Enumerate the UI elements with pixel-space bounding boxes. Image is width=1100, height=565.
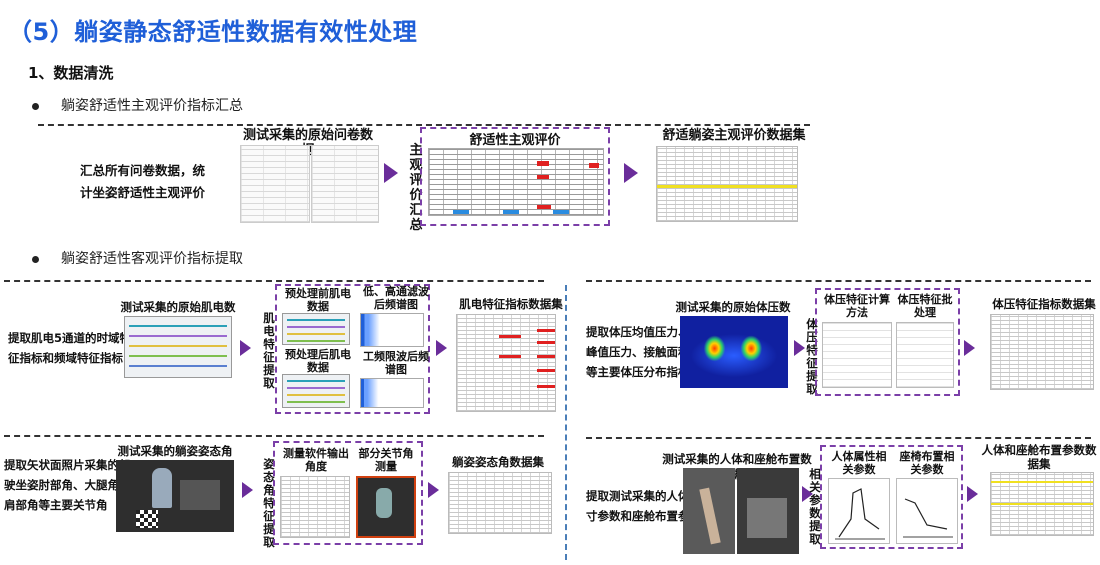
emg-spectrum-label: 低、高通滤波后频谱图 <box>363 285 429 311</box>
emg-desc: 提取肌电5通道的时域特 征指标和频域特征指标 <box>8 328 131 368</box>
emg-raw-chart <box>124 316 232 378</box>
bullet-objective-text: 躺姿舒适性客观评价指标提取 <box>61 251 243 267</box>
emg-preprocess-chart <box>282 313 350 345</box>
divider-left-top <box>4 280 544 282</box>
pressure-method-label: 体压特征计算方法 <box>824 293 890 319</box>
pressure-desc-line1: 提取体压均值压力、 <box>586 325 690 339</box>
emg-filtered-chart <box>360 378 424 408</box>
angle-dataset-label: 躺姿姿态角数据集 <box>452 455 544 469</box>
angle-software-label: 测量软件输出角度 <box>283 447 349 473</box>
divider-right-top <box>586 280 1091 282</box>
bullet-objective: 躺姿舒适性客观评价指标提取 <box>32 248 243 268</box>
angle-partial-label: 部分关节角测量 <box>358 447 414 473</box>
divider-top <box>38 124 810 126</box>
cabin-photo-2 <box>737 468 799 554</box>
subjective-summary-table <box>428 148 604 216</box>
angle-desc-line2: 驶坐姿肘部角、大腿角、 <box>4 478 131 492</box>
pressure-desc-line2: 峰值压力、接触面积 <box>586 345 690 359</box>
emg-filtered-label: 工频限波后频谱图 <box>363 350 429 376</box>
arrow-right-icon <box>802 486 813 502</box>
cabin-desc: 提取测试采集的人体尺 寸参数和座舱布置参数 <box>586 486 701 526</box>
divider-vertical <box>565 285 567 560</box>
pressure-desc: 提取体压均值压力、 峰值压力、接触面积 等主要体压分布指标 <box>586 322 690 382</box>
emg-preprocess-label: 预处理前肌电数据 <box>285 287 351 313</box>
cabin-desc-line2: 寸参数和座舱布置参数 <box>586 509 701 523</box>
arrow-right-icon <box>624 163 638 183</box>
angle-desc-line3: 肩部角等主要关节角 <box>4 498 108 512</box>
cabin-body-label: 人体属性相关参数 <box>831 450 887 476</box>
angle-photo <box>116 460 234 532</box>
cabin-dataset-table <box>990 472 1094 536</box>
cabin-process-frame <box>820 445 963 549</box>
questionnaire-page-1 <box>240 145 310 223</box>
cabin-dataset-label: 人体和座舱布置参数数据集 <box>981 443 1097 471</box>
emg-desc-line2: 征指标和频域特征指标 <box>8 351 123 365</box>
pressure-vertical-label: 体压特征提取 <box>806 317 818 396</box>
arrow-right-icon <box>240 340 251 356</box>
bullet-subjective-text: 躺姿舒适性主观评价指标汇总 <box>61 98 243 114</box>
divider-right-mid <box>586 437 1091 439</box>
subjective-desc: 汇总所有问卷数据，统 计坐姿舒适性主观评价 <box>80 160 205 204</box>
angle-software-table <box>280 476 350 538</box>
pressure-dataset-table <box>990 314 1094 390</box>
angle-process-frame <box>273 441 423 545</box>
bullet-dot-icon <box>32 255 39 263</box>
arrow-right-icon <box>384 163 398 183</box>
emg-desc-line1: 提取肌电5通道的时域特 <box>8 331 132 345</box>
subjective-dataset-table <box>656 146 798 222</box>
cabin-seat-label: 座椅布置相关参数 <box>899 450 955 476</box>
pressure-batch-screen <box>896 322 954 388</box>
subjective-dataset-label: 舒适躺姿主观评价数据集 <box>662 128 806 143</box>
arrow-right-icon <box>428 482 439 498</box>
arrow-right-icon <box>436 340 447 356</box>
arrow-right-icon <box>242 482 253 498</box>
angle-desc: 提取矢状面照片采集的驾 驶坐姿肘部角、大腿角、 肩部角等主要关节角 <box>4 455 131 515</box>
bullet-subjective: 躺姿舒适性主观评价指标汇总 <box>32 95 243 115</box>
cabin-vertical-label: 相关参数提取 <box>809 467 821 546</box>
cabin-desc-line1: 提取测试采集的人体尺 <box>586 489 701 503</box>
pressure-process-frame <box>815 288 960 396</box>
angle-partial-photo <box>356 476 416 538</box>
section-heading: 1、数据清洗 <box>28 64 114 82</box>
emg-postprocess-chart <box>282 374 350 408</box>
pressure-method-screen <box>822 322 892 388</box>
pressure-batch-label: 体压特征批处理 <box>897 293 953 319</box>
subjective-summary-title: 舒适性主观评价 <box>469 133 561 148</box>
angle-vertical-label: 姿态角特征提取 <box>263 457 275 549</box>
emg-postprocess-label: 预处理后肌电数据 <box>285 348 351 374</box>
cabin-body-diagram <box>828 478 890 544</box>
page-title: （5）躺姿静态舒适性数据有效性处理 <box>8 18 418 46</box>
subjective-desc-line1: 汇总所有问卷数据，统 <box>80 163 206 178</box>
emg-vertical-label: 肌电特征提取 <box>263 311 275 390</box>
pressure-heatmap <box>680 316 788 388</box>
divider-left-mid <box>4 435 544 437</box>
arrow-right-icon <box>967 486 978 502</box>
subjective-vertical-label: 主观评价汇总 <box>409 143 423 233</box>
angle-dataset-table <box>448 472 552 534</box>
bullet-dot-icon <box>32 102 39 110</box>
pressure-desc-line3: 等主要体压分布指标 <box>586 365 690 379</box>
subjective-summary-frame <box>420 127 610 226</box>
subjective-desc-line2: 计坐姿舒适性主观评价 <box>80 185 206 200</box>
cabin-photo-1 <box>683 468 735 554</box>
arrow-right-icon <box>794 340 805 356</box>
emg-dataset-label: 肌电特征指标数据集 <box>459 297 563 311</box>
emg-dataset-table <box>456 314 556 412</box>
emg-process-frame <box>275 284 430 414</box>
arrow-right-icon <box>964 340 975 356</box>
emg-spectrum-chart <box>360 313 424 347</box>
questionnaire-page-2 <box>311 145 379 223</box>
pressure-dataset-label: 体压特征指标数据集 <box>992 297 1096 311</box>
angle-desc-line1: 提取矢状面照片采集的驾 <box>4 458 131 472</box>
cabin-seat-diagram <box>896 478 958 544</box>
